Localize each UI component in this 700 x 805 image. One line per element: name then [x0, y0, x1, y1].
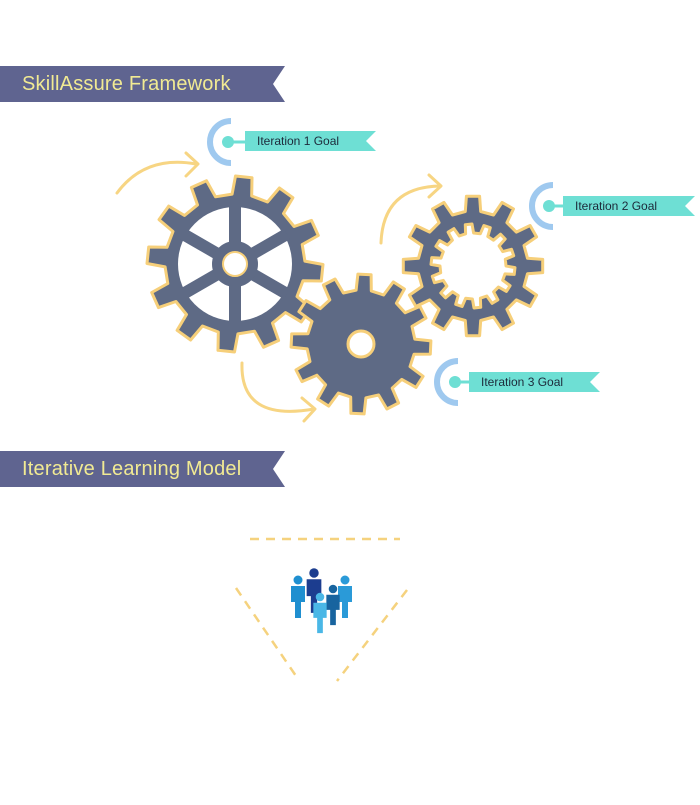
learning-model-title: Iterative Learning Model — [22, 457, 242, 480]
iteration-1-goal-label: Iteration 1 Goal — [257, 134, 340, 148]
curved-arrow-2 — [379, 173, 443, 245]
framework-banner: SkillAssure Framework — [0, 66, 285, 102]
iteration-2-goal-flag: Iteration 2 Goal — [563, 196, 695, 216]
center-solid-gear-icon — [289, 272, 433, 416]
ring-gear-icon — [401, 194, 545, 338]
target-icon — [529, 182, 564, 230]
person-figure — [291, 575, 305, 618]
target-icon — [434, 358, 470, 406]
iteration-2-goal-label: Iteration 2 Goal — [575, 199, 658, 213]
curved-arrow-1 — [115, 151, 200, 195]
people-icon — [291, 568, 352, 634]
person-figure — [306, 568, 322, 613]
person-figure — [338, 575, 352, 618]
iteration-3-goal-label: Iteration 3 Goal — [481, 375, 564, 389]
learning-model-banner: Iterative Learning Model — [0, 451, 285, 487]
framework-title: SkillAssure Framework — [22, 72, 231, 95]
curved-arrow-3 — [240, 361, 317, 423]
dashed-triangle — [234, 537, 408, 682]
target-icon — [207, 118, 246, 166]
person-figure — [326, 584, 340, 626]
iteration-3-goal-flag: Iteration 3 Goal — [469, 372, 600, 392]
person-figure — [313, 592, 327, 634]
large-spoked-gear-icon — [145, 174, 325, 354]
iteration-1-goal-flag: Iteration 1 Goal — [245, 131, 376, 151]
